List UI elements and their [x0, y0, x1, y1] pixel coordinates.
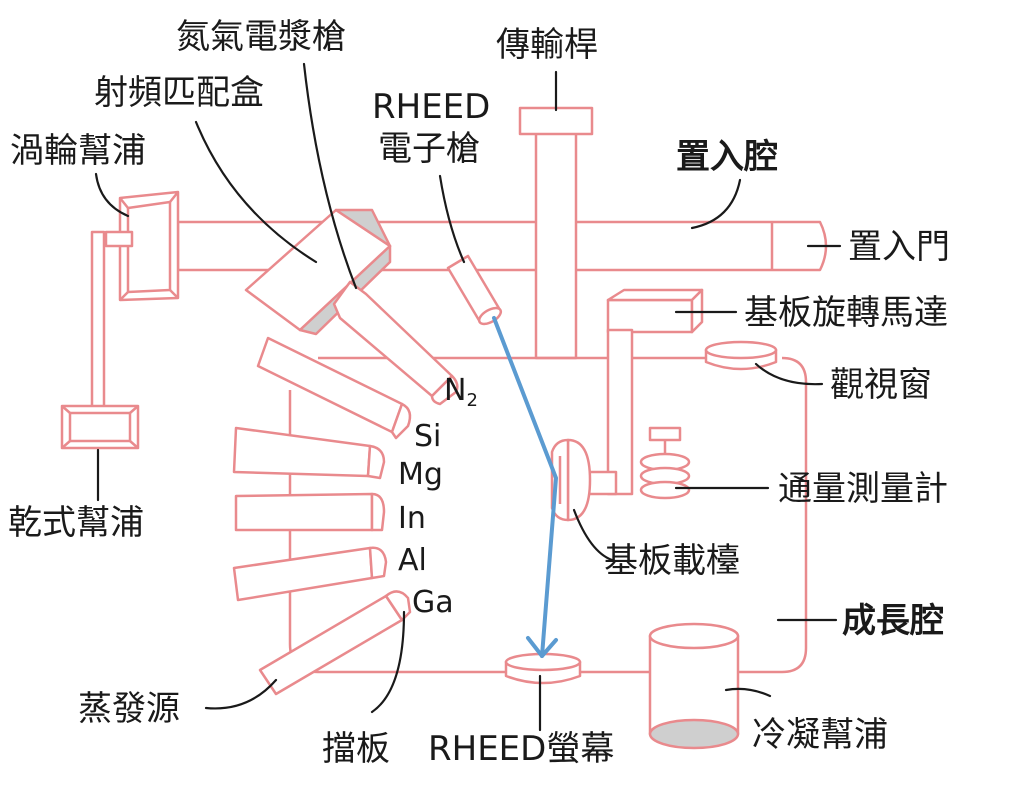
source-label-al: Al: [398, 543, 427, 578]
label-load-chamber: 置入腔: [676, 137, 778, 177]
label-growth-chamber: 成長腔: [842, 601, 944, 641]
rheed-screen-part: [504, 652, 582, 685]
rheed-electron-gun: [446, 254, 503, 326]
effusion-cell-mg: [232, 426, 386, 480]
flux-gauge: [639, 426, 691, 500]
label-dry-pump: 乾式幫浦: [8, 503, 144, 543]
label-cryo-pump: 冷凝幫浦: [752, 715, 888, 755]
source-n-subscript: 2: [466, 390, 477, 411]
turbo-pump: [104, 190, 180, 302]
label-substrate-rotation-motor: 基板旋轉馬達: [744, 293, 948, 333]
source-label-si: Si: [414, 419, 441, 454]
source-label-in: In: [398, 501, 426, 536]
label-rheed-screen: RHEED螢幕: [428, 729, 614, 769]
source-label-ga: Ga: [412, 585, 454, 620]
effusion-cell-al: [232, 546, 388, 602]
label-nitrogen-plasma-gun: 氮氣電漿槍: [176, 17, 346, 57]
transfer-rod: [518, 106, 594, 360]
nitrogen-plasma-gun: [332, 280, 459, 406]
label-shutter: 擋板: [322, 729, 390, 769]
label-substrate-holder: 基板載檯: [604, 541, 740, 581]
source-n-base: N: [444, 373, 466, 408]
label-rheed-gun-line2: 電子槍: [378, 129, 480, 169]
viewport: [704, 340, 778, 371]
substrate-holder: [550, 438, 592, 522]
label-turbo-pump: 渦輪幫浦: [10, 131, 146, 171]
substrate-rotation-motor: [584, 288, 704, 496]
effusion-cell-si: [256, 336, 412, 440]
label-load-door: 置入門: [848, 227, 950, 267]
source-label-mg: Mg: [398, 457, 443, 492]
rheed-electron-beam: [492, 316, 558, 658]
label-viewport: 觀視窗: [830, 365, 932, 405]
effusion-cell-ga: [258, 590, 412, 696]
dry-pump: [60, 230, 140, 450]
source-label-n2: N2: [444, 373, 478, 411]
label-flux-gauge: 通量測量計: [778, 469, 948, 509]
label-rf-matchbox: 射頻匹配盒: [94, 73, 264, 113]
leader-lines: [94, 62, 842, 732]
label-effusion-cell: 蒸發源: [78, 689, 180, 729]
label-transfer-rod: 傳輸桿: [496, 25, 598, 65]
cryo-pump: [648, 622, 740, 750]
growth-chamber-wall: [288, 356, 808, 674]
effusion-cell-in: [234, 492, 386, 532]
label-rheed-gun-line1: RHEED: [372, 87, 490, 127]
